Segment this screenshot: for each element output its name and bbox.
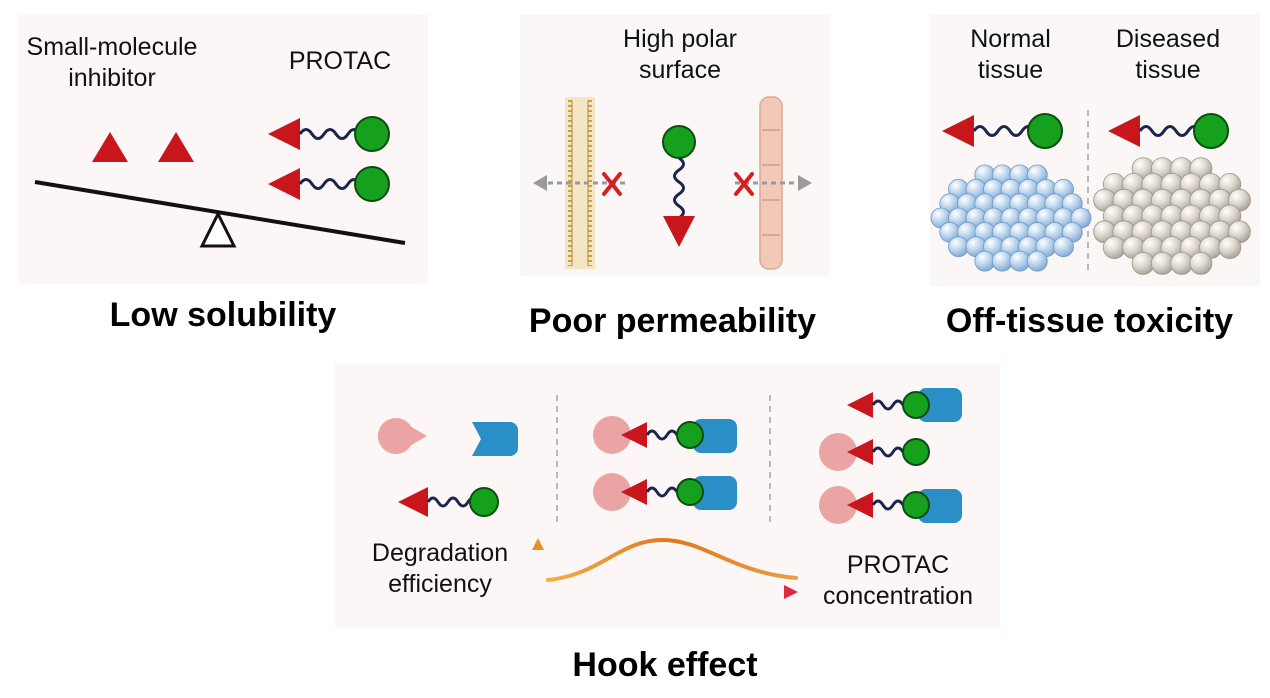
arrowhead-right	[798, 175, 812, 191]
protac-molecule-vertical	[662, 125, 696, 247]
blocked-cross-mark	[602, 172, 622, 196]
arrowhead-left	[533, 175, 547, 191]
hook-curve	[546, 537, 798, 582]
protac-molecule	[942, 113, 1063, 149]
inhibitor-triangle	[92, 132, 128, 162]
small-molecule-inhibitor-label: Small-molecule inhibitor	[26, 33, 198, 92]
normal-cell	[991, 250, 1013, 272]
diseased-cell	[1218, 236, 1242, 260]
degradation-efficiency-label: Degradation efficiency	[371, 539, 509, 598]
concentration-arrowhead	[784, 585, 798, 599]
high-polar-surface-label: High polar surface	[623, 25, 737, 84]
ternary-complex	[593, 473, 737, 511]
e3-ligase-free	[377, 418, 427, 454]
normal-cell	[1009, 250, 1031, 272]
ternary-complex	[593, 416, 737, 454]
diseased-cell	[1189, 251, 1213, 275]
binary-complex-ligase	[819, 433, 930, 471]
protac-molecule	[1108, 113, 1229, 149]
protac-concentration-label: PROTAC concentration	[822, 551, 974, 610]
normal-cell	[974, 250, 996, 272]
protac-molecule	[268, 166, 390, 202]
diseased-tissue-label: Diseased tissue	[1115, 25, 1221, 84]
protac-label: PROTAC	[288, 47, 392, 75]
title-hook-effect: Hook effect	[572, 646, 758, 684]
protac-molecule-free	[398, 487, 499, 517]
seesaw-fulcrum	[199, 210, 237, 248]
diseased-cell	[1170, 251, 1193, 275]
normal-cell	[948, 236, 969, 258]
seesaw-beam	[34, 180, 406, 245]
diseased-cell	[1151, 251, 1174, 275]
blocked-cross-mark	[734, 172, 754, 196]
title-off-tissue-toxicity: Off-tissue toxicity	[945, 302, 1234, 340]
title-poor-permeability: Poor permeability	[528, 302, 817, 340]
normal-tissue-label: Normal tissue	[970, 25, 1051, 84]
title-low-solubility: Low solubility	[109, 296, 337, 334]
normal-cell	[1026, 250, 1048, 272]
binary-complex-target	[847, 388, 962, 422]
protac-molecule	[268, 116, 390, 152]
diseased-tissue-cells	[1093, 157, 1251, 275]
target-protein-free	[472, 422, 518, 456]
normal-tissue-cells	[930, 164, 1092, 272]
normal-cell	[1053, 236, 1074, 258]
diseased-cell	[1131, 251, 1155, 275]
binary-complex-mixed	[819, 486, 962, 524]
diseased-cell	[1102, 236, 1126, 260]
inhibitor-triangle	[158, 132, 194, 162]
efficiency-arrowhead	[532, 538, 544, 550]
